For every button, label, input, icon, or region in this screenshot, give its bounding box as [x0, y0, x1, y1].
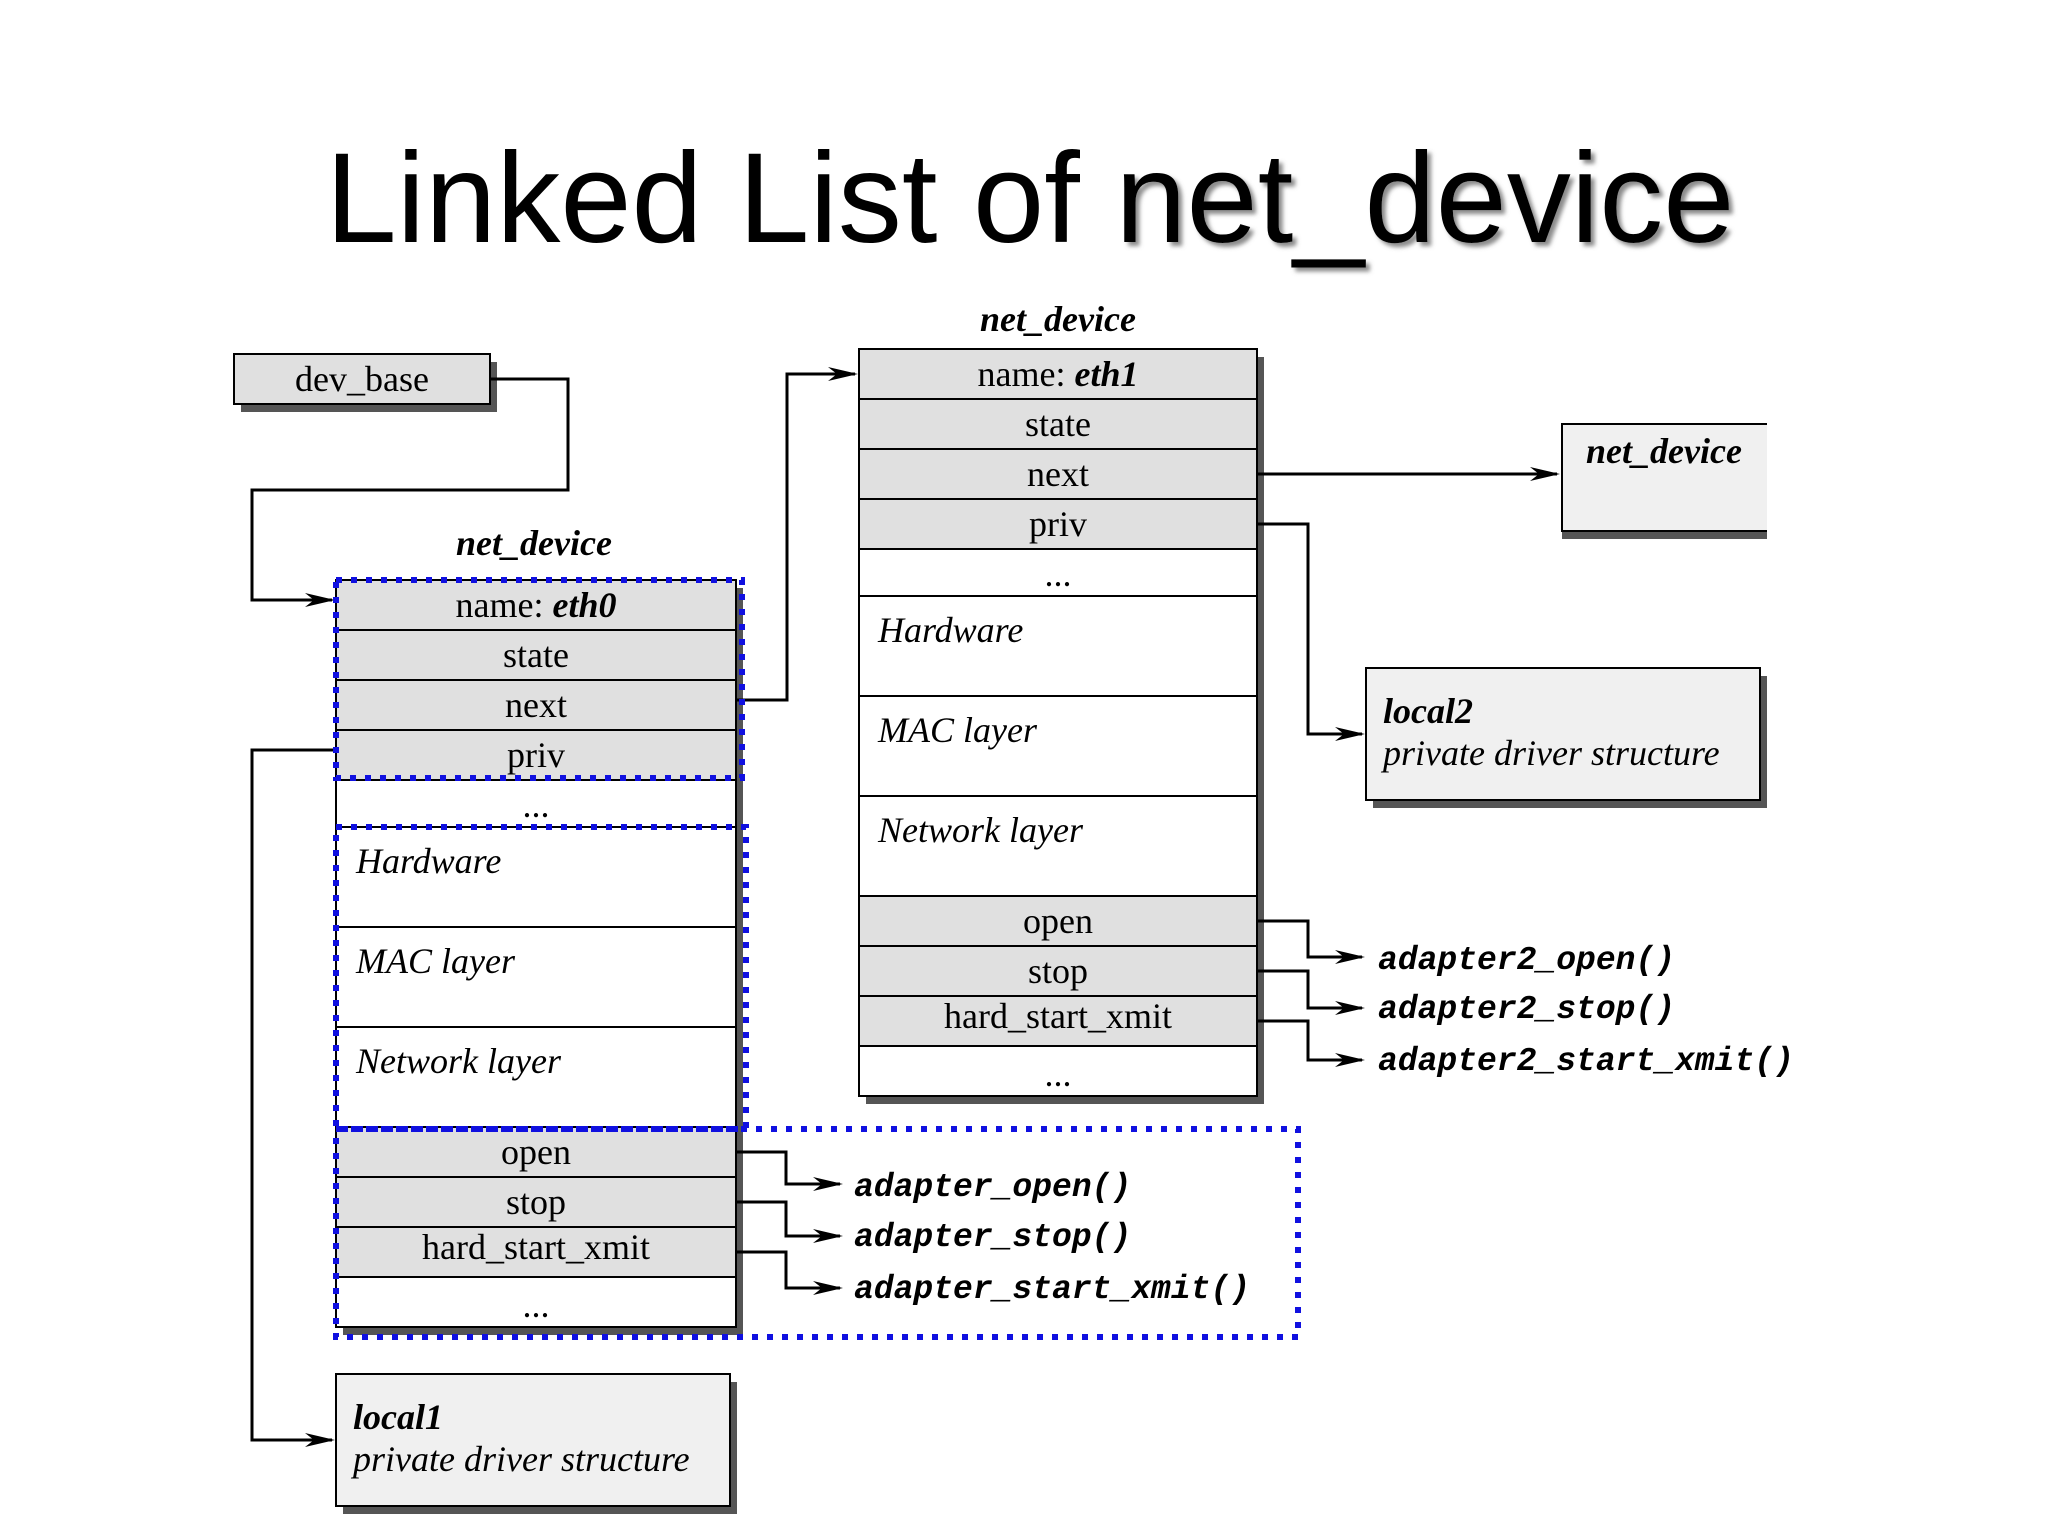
dev0-ellipsis-bottom: ...: [523, 1285, 550, 1325]
next-net-device-label: net_device: [1586, 431, 1742, 471]
dev1-xmit-field: hard_start_xmit: [944, 996, 1172, 1036]
title-prefix: Linked List of: [326, 127, 1116, 270]
adapter-start-xmit-func: adapter_start_xmit(): [854, 1271, 1250, 1308]
dev0-mac-field: MAC layer: [355, 941, 516, 981]
dev0-priv-field: priv: [507, 735, 565, 775]
dev0-state-field: state: [503, 635, 569, 675]
net-device-eth0: name: eth0 state next priv ... open stop…: [335, 579, 743, 1335]
local2-private-structure: local2 private driver structure: [1365, 667, 1767, 808]
dev0-xmit-field: hard_start_xmit: [422, 1227, 650, 1267]
dev1-hardware-field: Hardware: [877, 610, 1023, 650]
dev0-stop-field: stop: [506, 1182, 566, 1222]
slide-title: Linked List of net_device: [326, 127, 1735, 270]
dev0-ellipsis-top: ...: [523, 785, 550, 825]
driver-functions: adapter_open() adapter_stop() adapter_st…: [854, 942, 1794, 1308]
highlight-function-pointers: [333, 1126, 1301, 1340]
eth1-open-arrow: [1257, 919, 1365, 964]
dev1-network-field: Network layer: [877, 810, 1084, 850]
local2-desc: private driver structure: [1380, 733, 1720, 773]
eth0-open-arrow: [736, 1150, 843, 1191]
dev0-struct-label: net_device: [456, 523, 612, 563]
highlight-layer-fields: [333, 824, 749, 1132]
eth0-priv-arrow: [250, 748, 336, 1447]
highlight-regions: [333, 577, 1301, 1340]
dev1-priv-field: priv: [1029, 504, 1087, 544]
dev0-name-field: name: eth0: [456, 585, 617, 625]
dev1-mac-field: MAC layer: [877, 710, 1038, 750]
net-device-next: net_device: [1561, 423, 1767, 539]
connector-lines: [250, 367, 1560, 1447]
adapter-open-func: adapter_open(): [854, 1169, 1131, 1206]
dev1-stop-field: stop: [1028, 951, 1088, 991]
dev0-network-field: Network layer: [355, 1041, 562, 1081]
dev0-hardware-field: Hardware: [355, 841, 501, 881]
dev1-ellipsis-bottom: ...: [1045, 1054, 1072, 1094]
dev1-open-field: open: [1023, 901, 1093, 941]
adapter2-open-func: adapter2_open(): [1378, 942, 1675, 979]
eth1-xmit-arrow: [1257, 1019, 1365, 1067]
local2-name: local2: [1383, 691, 1473, 731]
dev1-next-field: next: [1027, 454, 1089, 494]
dev0-name-label: name:: [456, 585, 553, 625]
net-device-eth1: name: eth1 state next priv ... open stop…: [858, 348, 1264, 1104]
eth1-stop-arrow: [1257, 969, 1365, 1015]
adapter2-stop-func: adapter2_stop(): [1378, 991, 1675, 1028]
adapter2-start-xmit-func: adapter2_start_xmit(): [1378, 1043, 1794, 1080]
title-code: net_device: [1115, 127, 1734, 270]
local1-private-structure: local1 private driver structure: [335, 1373, 737, 1514]
eth0-stop-arrow: [736, 1200, 843, 1243]
dev0-next-field: next: [505, 685, 567, 725]
adapter-stop-func: adapter_stop(): [854, 1219, 1131, 1256]
dev-base-box: dev_base: [233, 353, 497, 412]
eth1-priv-arrow: [1257, 522, 1365, 741]
dev1-name-label: name:: [978, 354, 1075, 394]
dev1-name-field: name: eth1: [978, 354, 1139, 394]
dev1-state-field: state: [1025, 404, 1091, 444]
dev-base-arrow: [250, 377, 570, 607]
dev0-name-value: eth0: [552, 585, 616, 625]
dev1-struct-label: net_device: [980, 299, 1136, 339]
eth0-next-arrow: [736, 367, 858, 702]
dev1-name-value: eth1: [1074, 354, 1138, 394]
dev1-ellipsis-top: ...: [1045, 554, 1072, 594]
dev0-open-field: open: [501, 1132, 571, 1172]
eth0-xmit-arrow: [736, 1250, 843, 1295]
local1-desc: private driver structure: [350, 1439, 690, 1479]
dev-base-label: dev_base: [295, 359, 429, 399]
local1-name: local1: [353, 1397, 443, 1437]
